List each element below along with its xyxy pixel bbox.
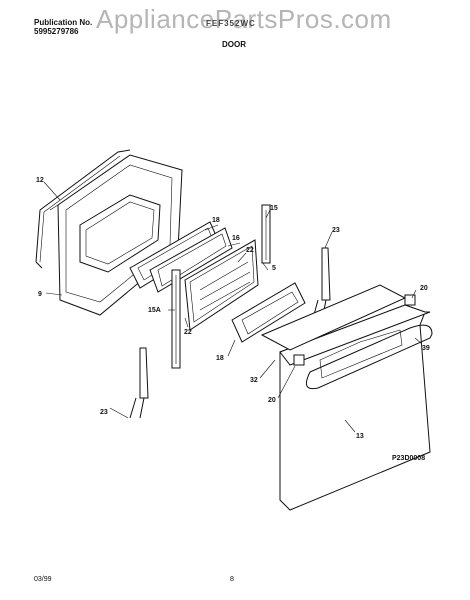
callout-22: 22: [246, 247, 254, 254]
callout-13: 13: [356, 433, 364, 440]
publication-number: 5995279786: [34, 27, 79, 36]
callout-leaders: [43, 181, 423, 433]
callout-20-lower: 20: [268, 397, 276, 404]
callout-18: 18: [212, 217, 220, 224]
window-frame-part: [231, 282, 306, 343]
callout-15a: 15A: [148, 307, 161, 314]
callout-9: 9: [38, 291, 42, 298]
callout-18-lower: 18: [216, 355, 224, 362]
publication-label: Publication No.: [34, 18, 93, 27]
insulation-grille-part: [184, 239, 259, 331]
model-number: FEF352WC: [206, 19, 256, 28]
callout-23: 23: [332, 227, 340, 234]
door-liner-part: [49, 154, 183, 316]
hinge-bracket-part: [171, 204, 271, 369]
footer-page-number: 8: [230, 576, 234, 583]
callout-32: 32: [250, 377, 258, 384]
door-hinge-part: [129, 247, 331, 419]
callout-12: 12: [36, 177, 44, 184]
door-gasket-part: [35, 149, 131, 269]
section-title: DOOR: [222, 40, 246, 49]
door-handle-part: [293, 294, 433, 390]
callout-5: 5: [272, 265, 276, 272]
callout-39: 39: [422, 345, 430, 352]
callout-16: 16: [232, 235, 240, 242]
diagram-id: P23D0008: [392, 455, 425, 462]
outer-door-panel-part: [260, 284, 431, 511]
callout-20: 20: [420, 285, 428, 292]
callout-22-lower: 22: [184, 329, 192, 336]
inner-glass-frame-part: [129, 221, 233, 293]
footer-date: 03/99: [34, 576, 52, 583]
callout-23-lower: 23: [100, 409, 108, 416]
watermark: AppliancePartsPros.com: [96, 4, 392, 34]
callout-15: 15: [270, 205, 278, 212]
